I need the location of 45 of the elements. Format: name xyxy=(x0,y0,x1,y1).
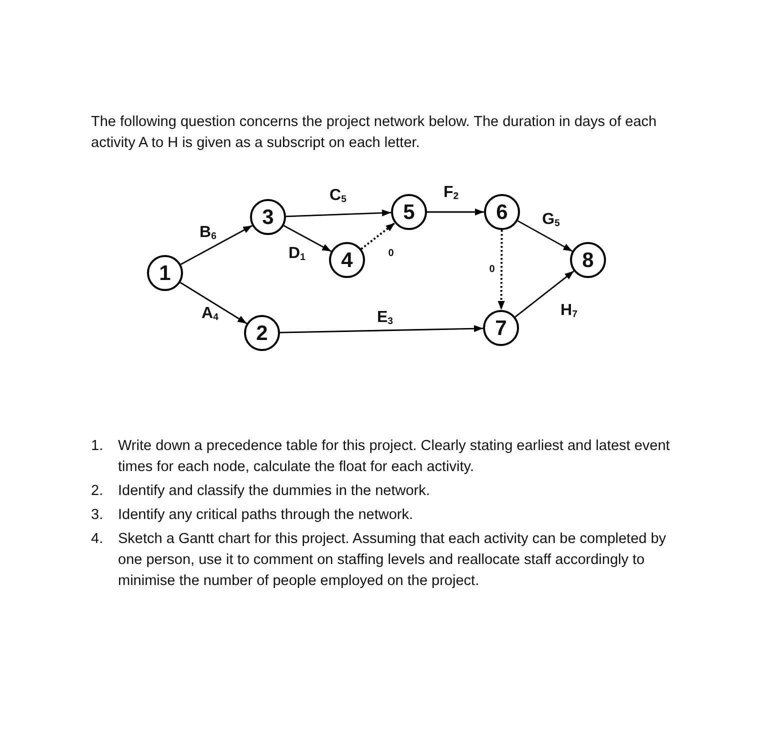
question-text: Write down a precedence table for this project. Clearly stating earliest and latest event times for each node, calculate the float for each activity. xyxy=(118,437,671,477)
arrow xyxy=(180,282,248,324)
event-circle xyxy=(147,255,183,291)
event-circle xyxy=(391,194,427,230)
event-number: 8 xyxy=(582,250,594,270)
edge-label: G$_{5}$ xyxy=(542,212,560,228)
arrow xyxy=(517,220,573,252)
arrow xyxy=(286,209,392,218)
list-number: 4. xyxy=(91,530,104,549)
dotted-arrow xyxy=(360,222,396,250)
dotted-arrow xyxy=(498,230,505,310)
question-text: Identify and classify the dummies in the network. xyxy=(118,482,431,501)
event-circle xyxy=(250,199,286,235)
question-text: Identify any critical paths through the network. xyxy=(118,506,414,525)
edge-label: D$_{1}$ xyxy=(288,246,306,262)
edge-label: E$_{3}$ xyxy=(377,310,393,326)
edge-label: 0 xyxy=(388,249,394,259)
edge-label: F$_{2}$ xyxy=(443,185,459,201)
event-number: 6 xyxy=(496,202,508,222)
event-number: 3 xyxy=(262,206,274,228)
edge-label: C$_{5}$ xyxy=(330,188,346,204)
arrow xyxy=(283,224,332,252)
arrow xyxy=(180,224,253,266)
arrow xyxy=(280,325,484,334)
event-number: 1 xyxy=(159,262,171,284)
intro-paragraph: The following question concerns the project network below. The duration in days of each activity A to H is given as a subscript on each letter. xyxy=(91,113,658,153)
list-number: 2. xyxy=(91,482,104,501)
event-number: 7 xyxy=(495,318,507,338)
edge-label: A$_{4}$ xyxy=(202,306,218,322)
event-circle xyxy=(484,194,520,230)
event-number: 4 xyxy=(341,250,353,270)
event-circle xyxy=(244,315,280,351)
arrow xyxy=(514,270,574,318)
event-circle xyxy=(570,242,606,278)
event-circle xyxy=(329,242,365,278)
edge-label: B$_{6}$ xyxy=(200,225,216,241)
arrow xyxy=(427,208,484,216)
event-number: 2 xyxy=(256,322,268,344)
edge-label: 0 xyxy=(489,265,495,275)
event-number: 5 xyxy=(403,202,415,222)
list-number: 3. xyxy=(91,506,104,525)
edge-label: H$_{7}$ xyxy=(560,303,578,319)
question-text: Sketch a Gantt chart for this project. Assuming that each activity can be completed by one person, use it to comment on staffing levels and reallocate staff accordingly to minimise the number of people employed on the project. xyxy=(118,530,668,591)
event-circle xyxy=(483,310,519,346)
list-number: 1. xyxy=(91,437,104,456)
